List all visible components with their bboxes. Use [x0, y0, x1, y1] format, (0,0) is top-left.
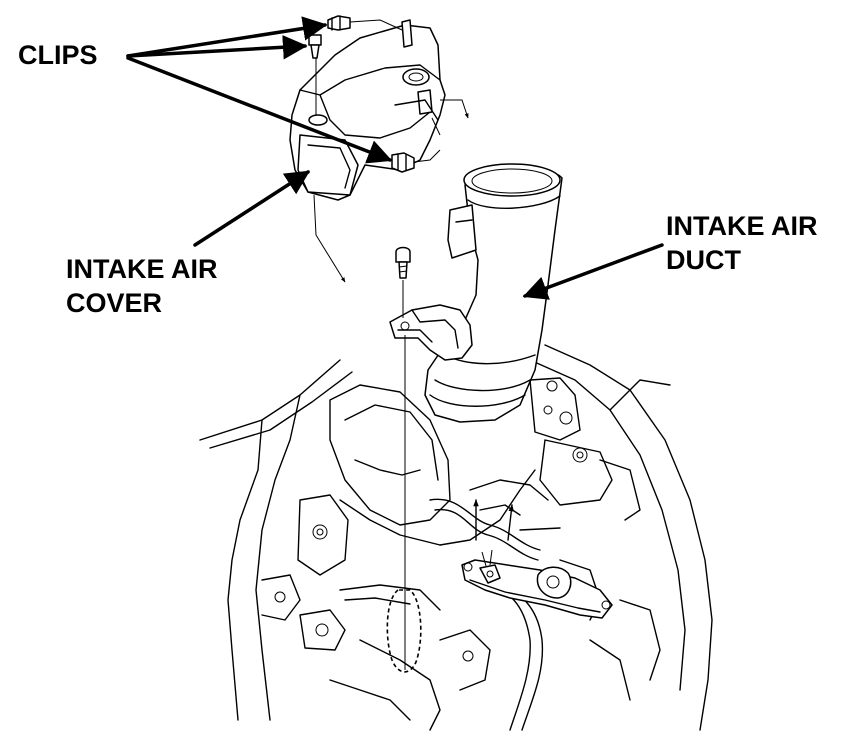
intake-air-duct-label-line1: INTAKE AIR [666, 211, 818, 241]
clips-arrow-top [126, 16, 328, 58]
intake-air-duct [389, 163, 563, 423]
bolt [395, 246, 411, 279]
callout-arrows [126, 16, 664, 300]
clips-arrow-lower [126, 56, 393, 164]
intake-air-duct-label-line2: DUCT [666, 245, 741, 275]
intake-air-cover-label-line1: INTAKE AIR [66, 254, 218, 284]
assembly-lines [313, 19, 469, 673]
clips-label-text: CLIPS [18, 40, 98, 70]
engine-bay [199, 344, 713, 731]
clips-label: CLIPS [18, 38, 98, 72]
clip-lower [391, 152, 415, 173]
intake-air-cover-label-line2: COVER [66, 288, 163, 318]
clip-middle [308, 34, 322, 59]
clip-top [327, 15, 351, 31]
cover-arrow [193, 170, 311, 247]
mounting-bracket [461, 549, 613, 619]
intake-air-cover-label: INTAKE AIR COVER [66, 252, 218, 320]
intake-air-duct-label: INTAKE AIR DUCT [666, 209, 818, 277]
duct-arrow [522, 243, 664, 300]
clips-arrow-middle [126, 35, 308, 60]
